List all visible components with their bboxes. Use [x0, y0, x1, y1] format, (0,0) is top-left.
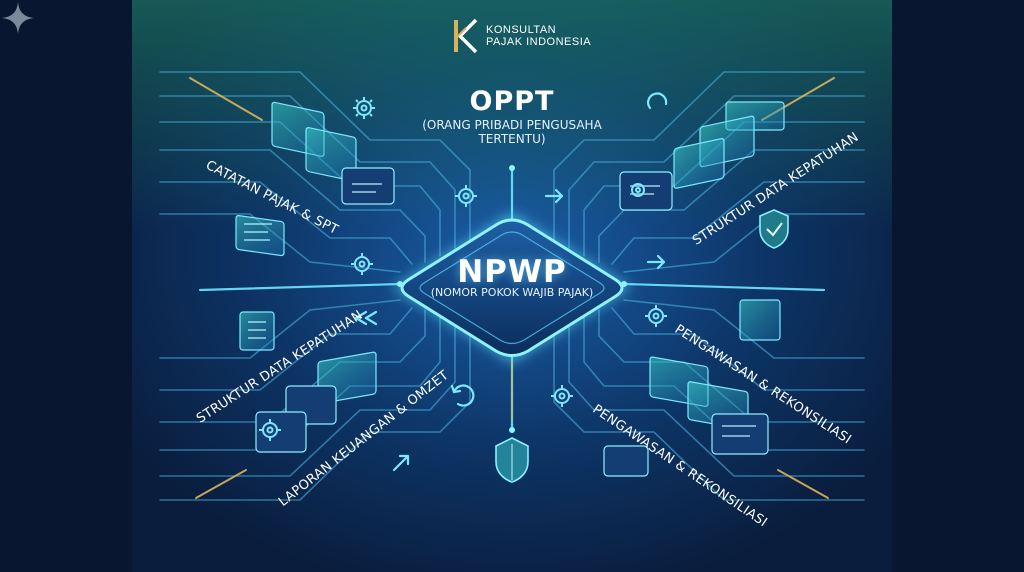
arrow-icon	[392, 454, 410, 472]
gear-icon	[631, 183, 645, 197]
gear-icon	[259, 419, 281, 441]
brand-header: KONSULTAN PAJAK INDONESIA	[452, 18, 596, 54]
gear-icon	[551, 385, 573, 407]
refresh-icon	[647, 92, 668, 110]
arrow-icon	[646, 254, 666, 270]
arrow-icon	[354, 310, 378, 326]
document-stack-icon	[235, 101, 395, 257]
document-panels	[235, 101, 785, 477]
npwp-title: NPWP	[457, 254, 567, 290]
gear-icon	[351, 253, 373, 275]
refresh-icon	[450, 384, 475, 407]
gear-icon	[353, 97, 375, 119]
shield-check-icon	[759, 209, 789, 249]
sparkle-icon	[2, 2, 34, 34]
brand-name: KONSULTAN PAJAK INDONESIA	[486, 24, 592, 48]
k-monogram-logo	[454, 18, 478, 54]
gear-icon	[645, 305, 667, 327]
shield-check-icon	[495, 437, 529, 483]
document-stack-icon	[603, 299, 781, 477]
arrow-icon	[544, 188, 564, 204]
gear-icon	[455, 185, 477, 207]
oppt-subtitle: (ORANG PRIBADI PENGUSAHA TERTENTU)	[422, 118, 602, 146]
document-stack-icon	[239, 311, 377, 453]
oppt-title: OPPT	[469, 86, 555, 117]
npwp-node	[392, 212, 632, 364]
document-stack-icon	[619, 101, 785, 211]
npwp-subtitle: (NOMOR POKOK WAJIB PAJAK)	[430, 286, 594, 299]
